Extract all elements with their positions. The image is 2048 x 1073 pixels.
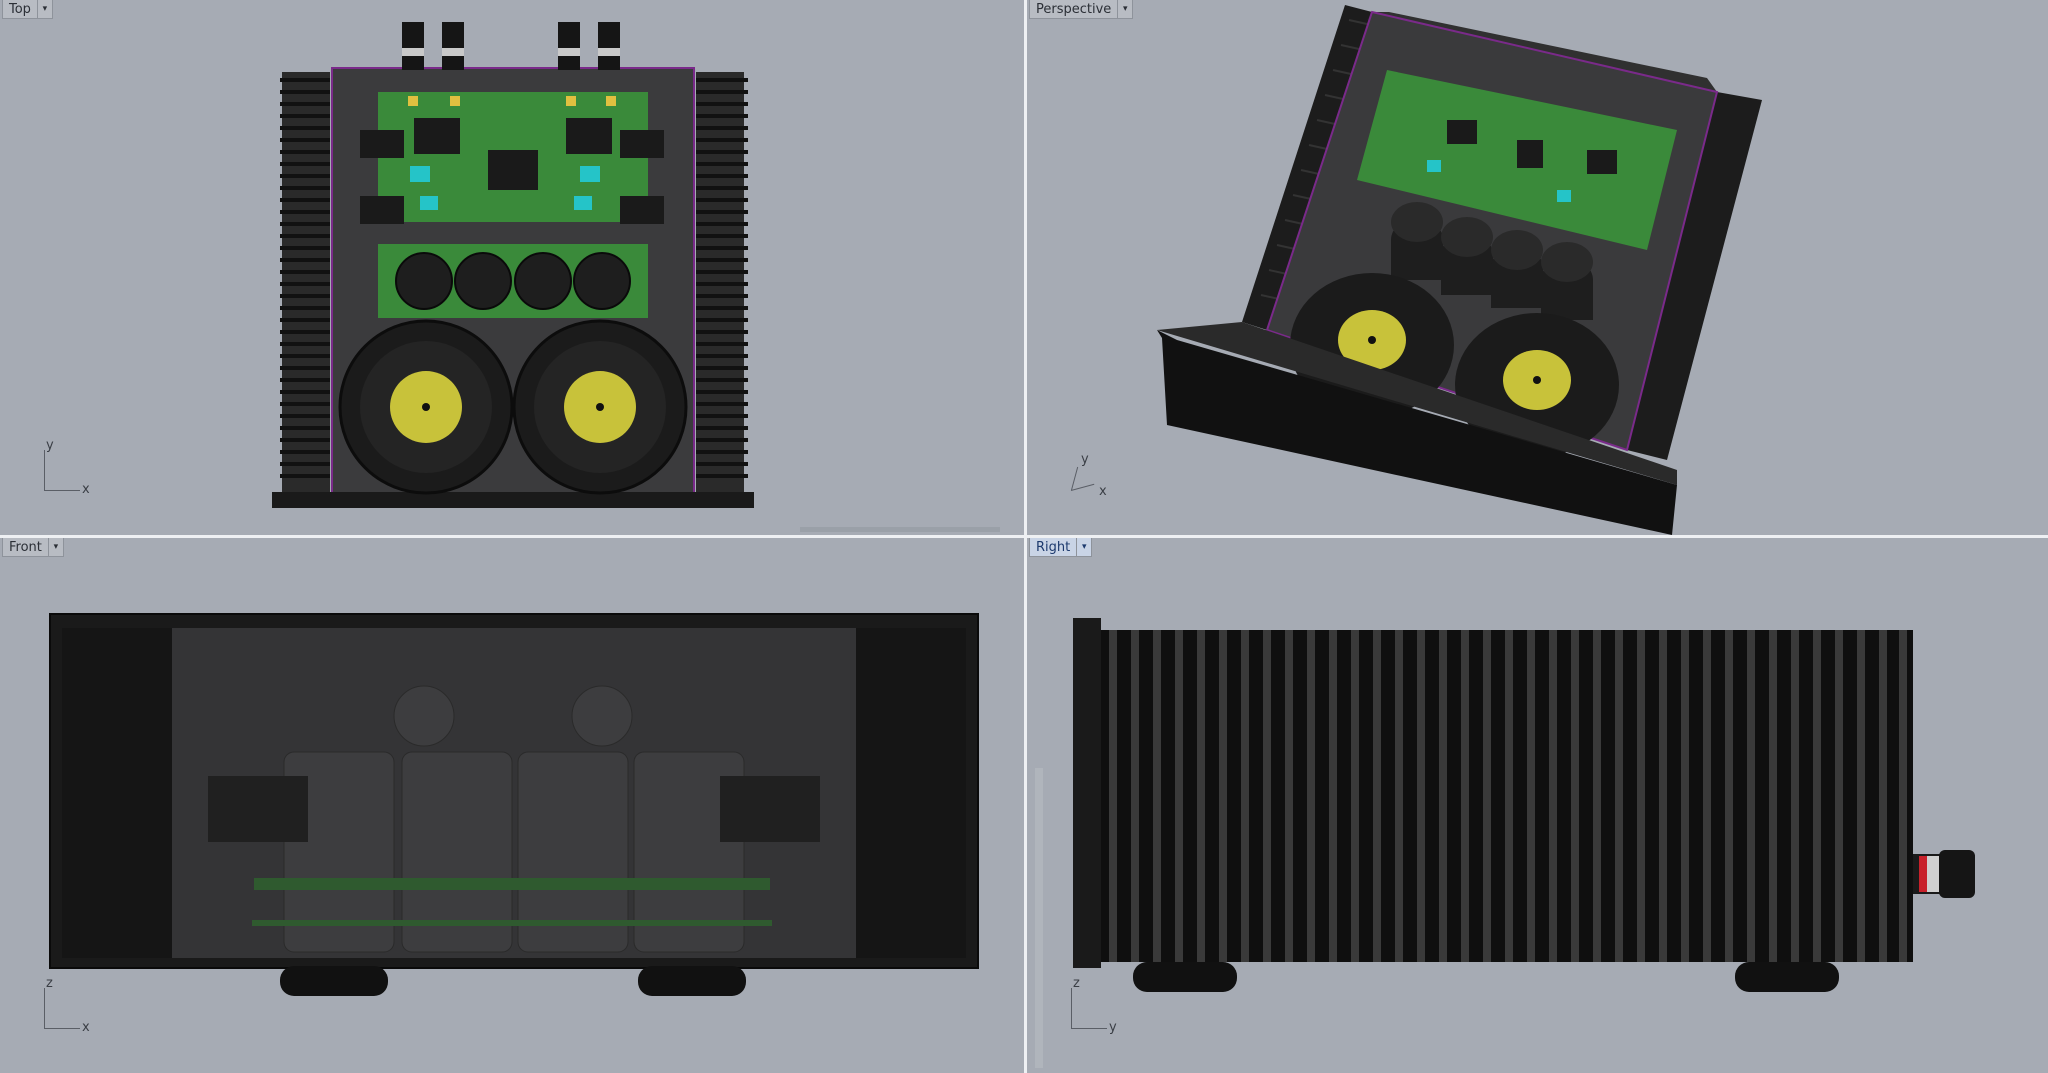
viewport-title: Perspective [1036, 1, 1112, 17]
foot-rear [1735, 962, 1839, 992]
right-heatsink-fins [696, 78, 748, 478]
viewport-ruler [800, 527, 1000, 532]
axis-indicator-right: z y [1071, 976, 1117, 1035]
axis-indicator-top: y x [44, 438, 90, 497]
front-view-model [49, 613, 979, 996]
left-heatsink-fins [280, 78, 330, 478]
toroidal-transformers [338, 319, 688, 495]
viewport-label-right[interactable]: Right ▾ [1029, 538, 1093, 557]
left-heatsink [1242, 5, 1372, 330]
foot-right [638, 966, 746, 996]
foot-front [1133, 962, 1237, 992]
filter-capacitors [395, 252, 631, 310]
foot-left [280, 966, 388, 996]
right-heatsink [856, 628, 966, 958]
viewport-perspective[interactable]: Perspective ▾ [1027, 0, 2048, 535]
viewport-label-perspective[interactable]: Perspective ▾ [1029, 0, 1134, 19]
viewport-label-front[interactable]: Front ▾ [2, 538, 64, 557]
axis-indicator-front: z x [44, 976, 90, 1035]
chevron-down-icon[interactable]: ▾ [36, 0, 52, 18]
chevron-down-icon[interactable]: ▾ [47, 538, 63, 556]
side-heatsink-fins [1109, 630, 1907, 962]
viewport-right[interactable]: Right ▾ z y [1027, 538, 2048, 1073]
binding-post-side [1913, 850, 1975, 898]
front-panel-side [1073, 618, 1101, 968]
viewport-title: Top [9, 1, 31, 17]
filter-capacitors [1391, 202, 1593, 320]
binding-posts [402, 22, 620, 70]
right-heatsink [1627, 92, 1762, 460]
viewport-front[interactable]: Front ▾ z x [0, 538, 1024, 1073]
chevron-down-icon[interactable]: ▾ [1076, 538, 1091, 556]
perspective-view-model [1157, 5, 1762, 535]
viewport-title: Front [9, 539, 42, 555]
viewport-top[interactable]: Top ▾ [0, 0, 1024, 535]
viewport-title: Right [1036, 539, 1071, 555]
front-panel [1157, 330, 1677, 535]
left-heatsink [62, 628, 172, 958]
top-view-model [272, 22, 1000, 532]
viewport-label-top[interactable]: Top ▾ [2, 0, 53, 19]
right-view-model [1035, 618, 1975, 1068]
axis-indicator-perspective: y x [1067, 450, 1127, 500]
viewport-divider-horizontal[interactable] [0, 535, 2048, 538]
front-panel-top [272, 492, 754, 508]
chevron-down-icon[interactable]: ▾ [1117, 0, 1132, 18]
